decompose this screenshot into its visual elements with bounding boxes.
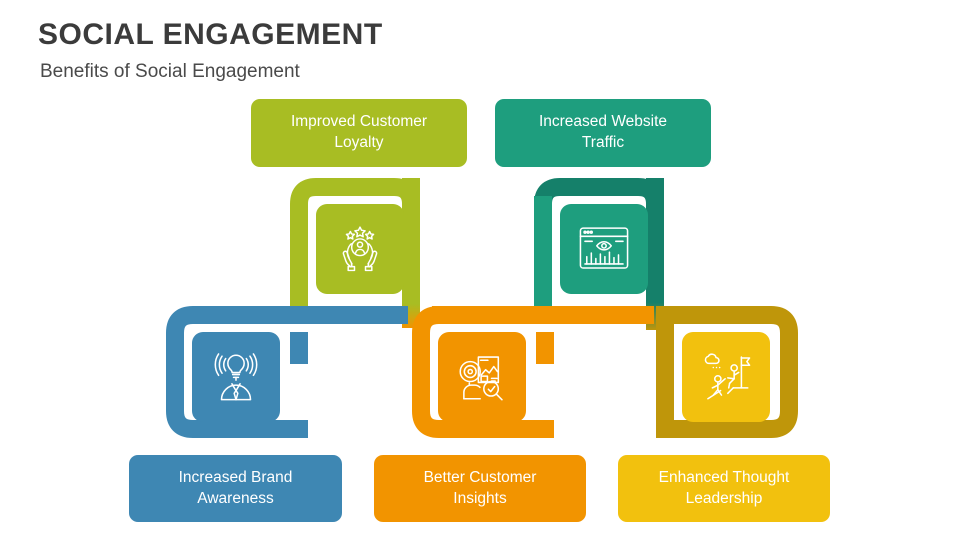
- label-line-2: Loyalty: [334, 134, 384, 151]
- label-line-2: Insights: [453, 489, 507, 507]
- label-better-customer-insights[interactable]: Better Customer Insights: [374, 455, 586, 522]
- person-target-magnifier-report-icon: [459, 356, 503, 401]
- hands-holding-person-stars-icon: [342, 226, 378, 272]
- label-line-2: Leadership: [685, 489, 763, 507]
- connector-orange-top-bar: [432, 306, 654, 324]
- icon-tile-enhanced-thought-leadership[interactable]: [682, 332, 770, 422]
- label-line-2: Awareness: [197, 489, 274, 507]
- connector-blue-top-bar: [300, 306, 408, 324]
- label-line-1: Increased Brand: [178, 468, 293, 486]
- person-lightbulb-broadcast-icon: [214, 353, 258, 401]
- label-line-1: Better Customer: [423, 468, 537, 486]
- page-title: SOCIAL ENGAGEMENT: [38, 18, 383, 51]
- connector-orange-right-stub: [536, 332, 554, 364]
- label-improved-customer-loyalty[interactable]: Improved Customer Loyalty: [251, 99, 467, 167]
- people-climbing-flag-icon: [704, 353, 751, 400]
- icon-tile-increased-website-traffic[interactable]: [560, 204, 648, 294]
- connector-teal-to-yellow: [646, 178, 664, 330]
- icon-tile-better-customer-insights[interactable]: [438, 332, 526, 422]
- label-line-1: Increased Website: [538, 113, 668, 131]
- icon-tile-improved-customer-loyalty[interactable]: [316, 204, 404, 294]
- page-subtitle: Benefits of Social Engagement: [40, 61, 300, 82]
- label-line-1: Improved Customer: [290, 113, 428, 131]
- connector-green-to-orange: [402, 178, 420, 328]
- label-line-1: Enhanced Thought: [658, 468, 790, 486]
- icon-tile-increased-brand-awareness[interactable]: [192, 332, 280, 422]
- connector-yellow-left-leg: [656, 324, 674, 438]
- label-line-2: Traffic: [581, 134, 625, 151]
- browser-eye-bar-chart-icon: [579, 227, 629, 269]
- connector-blue-right-stub: [290, 332, 308, 364]
- connector-teal-left-accent: [534, 196, 552, 318]
- label-enhanced-thought-leadership[interactable]: Enhanced Thought Leadership: [618, 455, 830, 522]
- label-increased-brand-awareness[interactable]: Increased Brand Awareness: [129, 455, 342, 522]
- label-increased-website-traffic[interactable]: Increased Website Traffic: [495, 99, 711, 167]
